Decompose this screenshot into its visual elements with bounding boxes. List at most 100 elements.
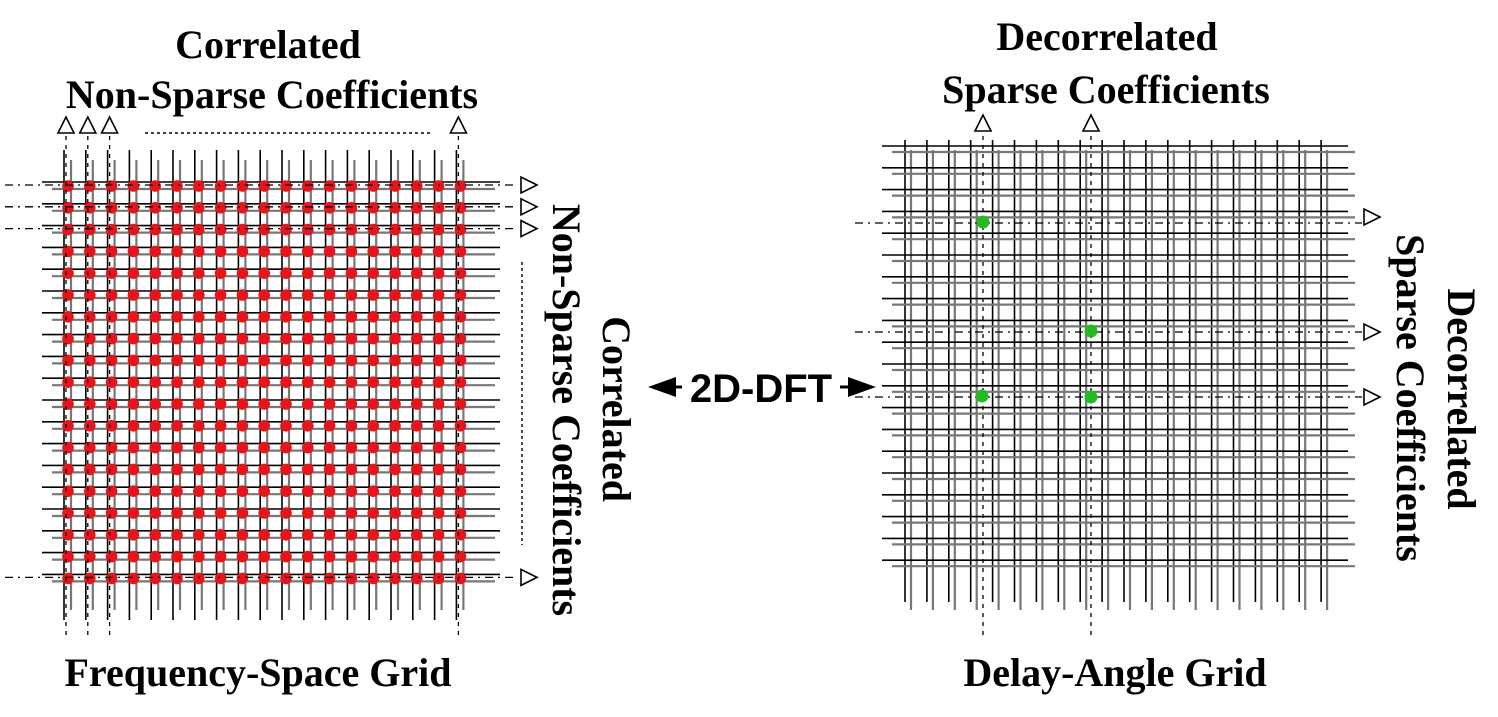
red-dot-icon (280, 289, 292, 301)
red-dot-icon (62, 180, 74, 192)
red-dot-icon (389, 529, 401, 541)
red-dot-icon (193, 376, 205, 389)
red-dot-icon (105, 529, 118, 541)
red-dot-icon (84, 223, 96, 236)
red-dot-icon (149, 420, 161, 432)
red-dot-icon (411, 376, 423, 389)
red-dot-icon (193, 420, 205, 432)
red-dot-icon (432, 223, 445, 236)
red-dot-icon (389, 463, 401, 476)
red-dot-icon (454, 420, 467, 432)
red-dot-icon (454, 463, 467, 476)
red-dot-icon (105, 180, 118, 192)
red-dot-icon (302, 223, 314, 236)
red-dot-icon (236, 529, 249, 541)
red-dot-icon (236, 507, 249, 519)
red-dot-icon (367, 332, 380, 345)
red-dot-icon (389, 420, 401, 432)
right-arrow-icon (1363, 322, 1382, 342)
red-dot-icon (236, 420, 249, 432)
red-dot-icon (214, 180, 227, 192)
red-dot-icon (432, 507, 445, 519)
red-dot-icon (302, 289, 314, 301)
left-top-label-line1: Correlated (175, 22, 361, 67)
red-dot-icon (62, 289, 74, 301)
red-dot-icon (411, 507, 423, 519)
red-dot-icon (258, 441, 271, 454)
red-dot-icon (389, 289, 401, 301)
red-dot-icon (258, 529, 271, 541)
red-dot-icon (389, 267, 401, 280)
red-dot-icon (62, 245, 74, 258)
right-top-label-line1: Decorrelated (996, 14, 1217, 59)
red-dot-icon (389, 507, 401, 519)
red-dot-icon (214, 398, 227, 410)
red-dot-icon (323, 289, 336, 301)
red-dot-icon (105, 289, 118, 301)
red-dot-icon (149, 332, 161, 345)
red-dot-icon (258, 485, 271, 498)
red-dot-icon (280, 485, 292, 498)
right-arrow-icon (520, 219, 539, 238)
red-dot-icon (127, 572, 140, 585)
red-dot-icon (280, 398, 292, 410)
red-dot-icon (105, 420, 118, 432)
red-dot-icon (193, 332, 205, 345)
red-dot-icon (432, 572, 445, 585)
red-dot-icon (127, 485, 140, 498)
red-dot-icon (171, 529, 183, 541)
red-dot-icon (454, 202, 467, 214)
red-dot-icon (258, 354, 271, 367)
red-dot-icon (411, 420, 423, 432)
red-dot-icon (280, 529, 292, 541)
red-dot-icon (367, 202, 380, 214)
red-dot-icon (302, 485, 314, 498)
red-dot-icon (214, 223, 227, 236)
red-dot-icon (193, 354, 205, 367)
red-dot-icon (105, 332, 118, 345)
red-dot-icon (193, 441, 205, 454)
red-dot-icon (411, 529, 423, 541)
red-dot-icon (127, 354, 140, 367)
red-dot-icon (214, 332, 227, 345)
red-dot-icon (302, 507, 314, 519)
up-arrow-icon (78, 115, 98, 134)
red-dot-icon (345, 485, 358, 498)
red-dot-icon (389, 180, 401, 192)
red-dot-icon (62, 463, 74, 476)
red-dot-icon (214, 463, 227, 476)
red-dot-icon (367, 376, 380, 389)
red-dot-icon (345, 202, 358, 214)
red-dot-icon (454, 332, 467, 345)
red-dot-icon (258, 332, 271, 345)
red-dot-icon (323, 485, 336, 498)
red-dot-icon (323, 202, 336, 214)
red-dot-icon (411, 267, 423, 280)
red-dot-icon (149, 441, 161, 454)
red-dot-icon (389, 485, 401, 498)
up-arrow-icon (973, 113, 993, 132)
delay-angle-points (975, 215, 1098, 404)
red-dot-icon (345, 267, 358, 280)
red-dot-icon (345, 420, 358, 432)
red-dot-icon (411, 398, 423, 410)
red-dot-icon (258, 245, 271, 258)
red-dot-icon (62, 572, 74, 585)
red-dot-icon (149, 507, 161, 519)
red-dot-icon (84, 441, 96, 454)
red-dot-icon (280, 223, 292, 236)
red-dot-icon (323, 550, 336, 563)
red-dot-icon (149, 311, 161, 323)
red-dot-icon (105, 572, 118, 585)
red-dot-icon (105, 485, 118, 498)
red-dot-icon (62, 354, 74, 367)
right-arrow-icon (520, 568, 539, 587)
red-dot-icon (84, 572, 96, 585)
red-dot-icon (367, 289, 380, 301)
red-dot-icon (389, 311, 401, 323)
transform-label: 2D-DFT (690, 367, 832, 411)
red-dot-icon (127, 398, 140, 410)
up-arrow-icon (449, 115, 468, 134)
red-dot-icon (236, 267, 249, 280)
red-dot-icon (454, 180, 467, 192)
